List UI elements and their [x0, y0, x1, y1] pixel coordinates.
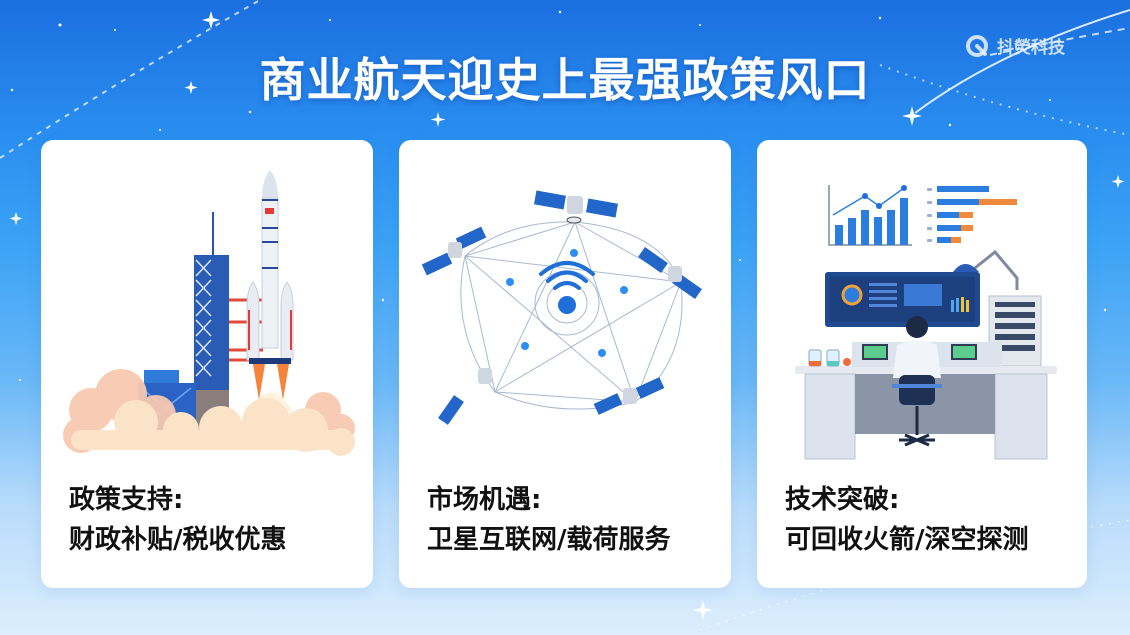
card-text: 市场机遇: 卫星互联网/载荷服务 [427, 480, 671, 560]
card-text: 政策支持: 财政补贴/税收优惠 [69, 480, 287, 560]
card-text: 技术突破: 可回收火箭/深空探测 [785, 480, 1029, 560]
card-policy-support: 政策支持: 财政补贴/税收优惠 [41, 140, 373, 588]
brand-name: 抖熒科技 [997, 38, 1065, 58]
card-heading: 政策支持: [69, 485, 184, 515]
card-detail: 卫星互联网/载荷服务 [427, 525, 671, 555]
card-detail: 财政补贴/税收优惠 [69, 525, 287, 555]
card-market-opportunity: 市场机遇: 卫星互联网/载荷服务 [399, 140, 731, 588]
satellite-network-icon [421, 190, 702, 425]
brand-logo-icon [966, 34, 988, 57]
card-detail: 可回收火箭/深空探测 [785, 525, 1029, 555]
page-title: 商业航天迎史上最强政策风口 [259, 53, 871, 107]
brand-watermark: 抖熒科技 [965, 33, 1065, 58]
rocket-launch-icon [63, 170, 355, 456]
card-heading: 技术突破: [785, 485, 900, 515]
research-lab-icon [795, 185, 1057, 460]
card-tech-breakthrough: 技术突破: 可回收火箭/深空探测 [757, 140, 1087, 588]
card-heading: 市场机遇: [427, 485, 542, 515]
